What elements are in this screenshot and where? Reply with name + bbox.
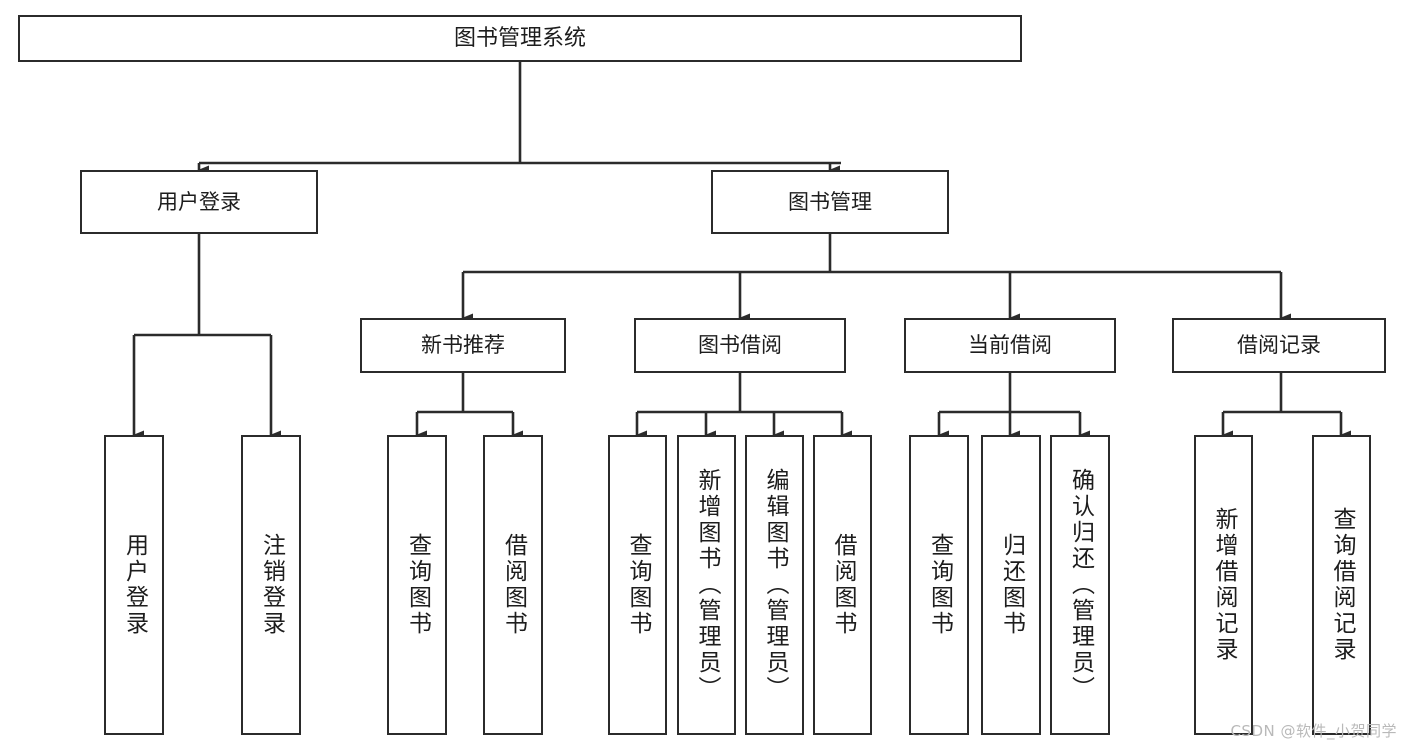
node-user-login[interactable]: 用户登录 — [80, 170, 318, 234]
node-root-label: 图书管理系统 — [453, 25, 586, 51]
node-book-manage-label: 图书管理 — [788, 189, 872, 214]
node-leaf-user-login[interactable]: 用户登录 — [104, 435, 164, 735]
node-leaf-confirm-return[interactable]: 确认归还（管理员） — [1050, 435, 1110, 735]
node-leaf-logout[interactable]: 注销登录 — [241, 435, 301, 735]
node-leaf-add-record-label: 新增借阅记录 — [1211, 507, 1237, 663]
node-leaf-borrow-book-2-label: 借阅图书 — [830, 533, 856, 637]
node-book-borrow-label: 图书借阅 — [698, 333, 782, 358]
node-leaf-return-book[interactable]: 归还图书 — [981, 435, 1041, 735]
node-root[interactable]: 图书管理系统 — [18, 15, 1022, 62]
node-leaf-logout-label: 注销登录 — [258, 533, 285, 637]
node-current-borrow[interactable]: 当前借阅 — [904, 318, 1116, 373]
node-leaf-query-book-2-label: 查询图书 — [625, 533, 651, 637]
node-leaf-query-book-1[interactable]: 查询图书 — [387, 435, 447, 735]
node-leaf-borrow-book-1-label: 借阅图书 — [500, 533, 527, 637]
node-leaf-query-book-1-label: 查询图书 — [404, 533, 431, 637]
node-leaf-query-book-3[interactable]: 查询图书 — [909, 435, 969, 735]
node-leaf-edit-book[interactable]: 编辑图书（管理员） — [745, 435, 804, 735]
node-current-borrow-label: 当前借阅 — [968, 333, 1052, 358]
node-leaf-borrow-book-2[interactable]: 借阅图书 — [813, 435, 872, 735]
node-leaf-user-login-label: 用户登录 — [121, 533, 148, 637]
node-leaf-add-book-label: 新增图书（管理员） — [694, 468, 720, 702]
node-book-manage[interactable]: 图书管理 — [711, 170, 949, 234]
node-leaf-query-record-label: 查询借阅记录 — [1329, 507, 1355, 663]
node-leaf-confirm-return-label: 确认归还（管理员） — [1067, 468, 1094, 702]
node-leaf-query-book-3-label: 查询图书 — [926, 533, 953, 637]
node-leaf-borrow-book-1[interactable]: 借阅图书 — [483, 435, 543, 735]
node-leaf-add-book[interactable]: 新增图书（管理员） — [677, 435, 736, 735]
node-leaf-add-record[interactable]: 新增借阅记录 — [1194, 435, 1253, 735]
node-leaf-edit-book-label: 编辑图书（管理员） — [762, 468, 788, 702]
node-borrow-record[interactable]: 借阅记录 — [1172, 318, 1386, 373]
node-borrow-record-label: 借阅记录 — [1237, 333, 1321, 358]
node-new-book-rec[interactable]: 新书推荐 — [360, 318, 566, 373]
node-user-login-label: 用户登录 — [157, 189, 241, 214]
node-new-book-rec-label: 新书推荐 — [421, 333, 505, 358]
node-leaf-query-record[interactable]: 查询借阅记录 — [1312, 435, 1371, 735]
node-book-borrow[interactable]: 图书借阅 — [634, 318, 846, 373]
node-leaf-return-book-label: 归还图书 — [998, 533, 1025, 637]
node-leaf-query-book-2[interactable]: 查询图书 — [608, 435, 667, 735]
